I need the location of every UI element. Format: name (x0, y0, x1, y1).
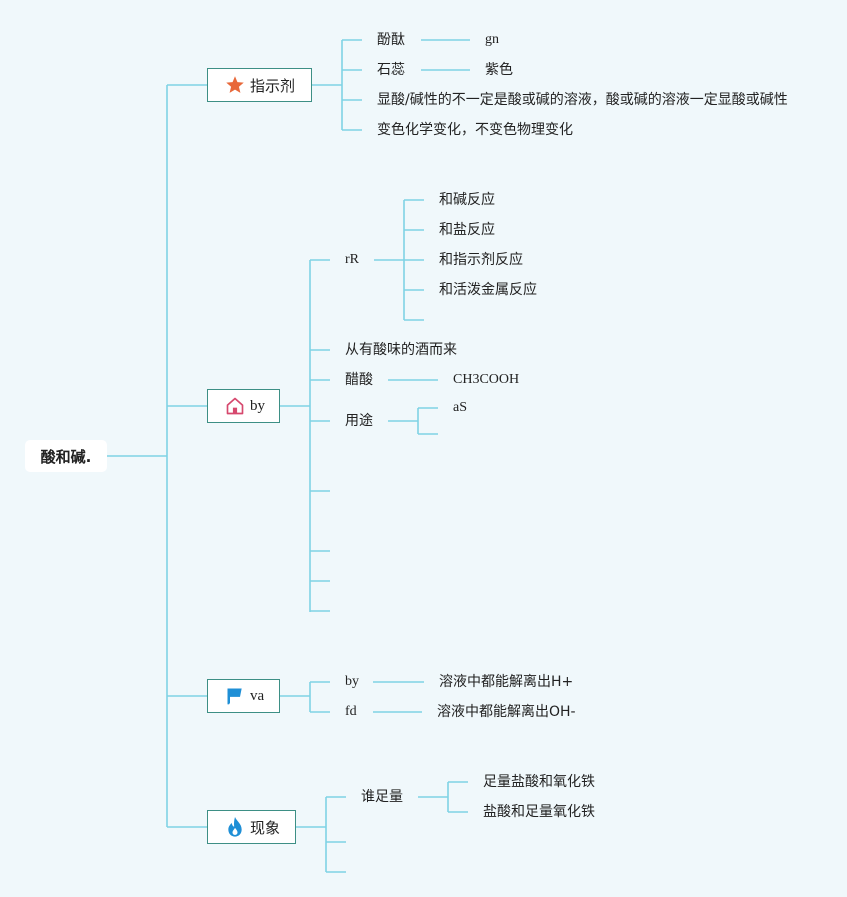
root-label: 酸和碱. (40, 447, 92, 466)
acid-reaction-1: 和碱反应 (439, 192, 495, 208)
node-va-label: va (250, 687, 265, 704)
node-acid[interactable]: by (207, 389, 280, 423)
flame-icon (224, 816, 246, 838)
va-by-value: 溶液中都能解离出H+ (439, 674, 574, 690)
acid-reaction-3: 和指示剂反应 (439, 252, 523, 268)
indicator-litmus-value: 紫色 (485, 62, 513, 78)
flag-icon (224, 685, 246, 707)
va-by: by (345, 674, 359, 689)
indicator-phenol: 酚酞 (377, 32, 405, 48)
va-fd: fd (345, 704, 357, 719)
acid-vinegar: 醋酸 (345, 372, 373, 388)
house-icon (224, 395, 246, 417)
acid-reaction-4: 和活泼金属反应 (439, 282, 537, 298)
acid-use-value: aS (453, 400, 467, 415)
node-phenomenon-label: 现象 (250, 818, 281, 837)
indicator-phenol-value: gn (485, 32, 499, 47)
acid-origin: 从有酸味的酒而来 (345, 342, 457, 358)
node-acid-label: by (250, 397, 265, 414)
acid-reaction-2: 和盐反应 (439, 222, 495, 238)
star-icon (224, 74, 246, 96)
node-phenomenon[interactable]: 现象 (207, 810, 296, 844)
node-va[interactable]: va (207, 679, 280, 713)
acid-use: 用途 (345, 413, 373, 429)
acid-rr: rR (345, 252, 359, 267)
phenomenon-item-1: 足量盐酸和氧化铁 (483, 774, 595, 790)
root-node[interactable]: 酸和碱. (25, 440, 107, 472)
node-indicator-label: 指示剂 (250, 76, 296, 95)
phenomenon-item-2: 盐酸和足量氧化铁 (483, 804, 595, 820)
node-indicator[interactable]: 指示剂 (207, 68, 312, 102)
va-fd-value: 溶液中都能解离出OH- (437, 704, 576, 720)
acid-vinegar-value: CH3COOH (453, 372, 520, 387)
indicator-note-1: 显酸/碱性的不一定是酸或碱的溶液，酸或碱的溶液一定显酸或碱性 (377, 92, 788, 108)
phenomenon-excess: 谁足量 (361, 789, 403, 805)
indicator-litmus: 石蕊 (377, 62, 405, 78)
indicator-note-2: 变色化学变化，不变色物理变化 (377, 122, 573, 138)
